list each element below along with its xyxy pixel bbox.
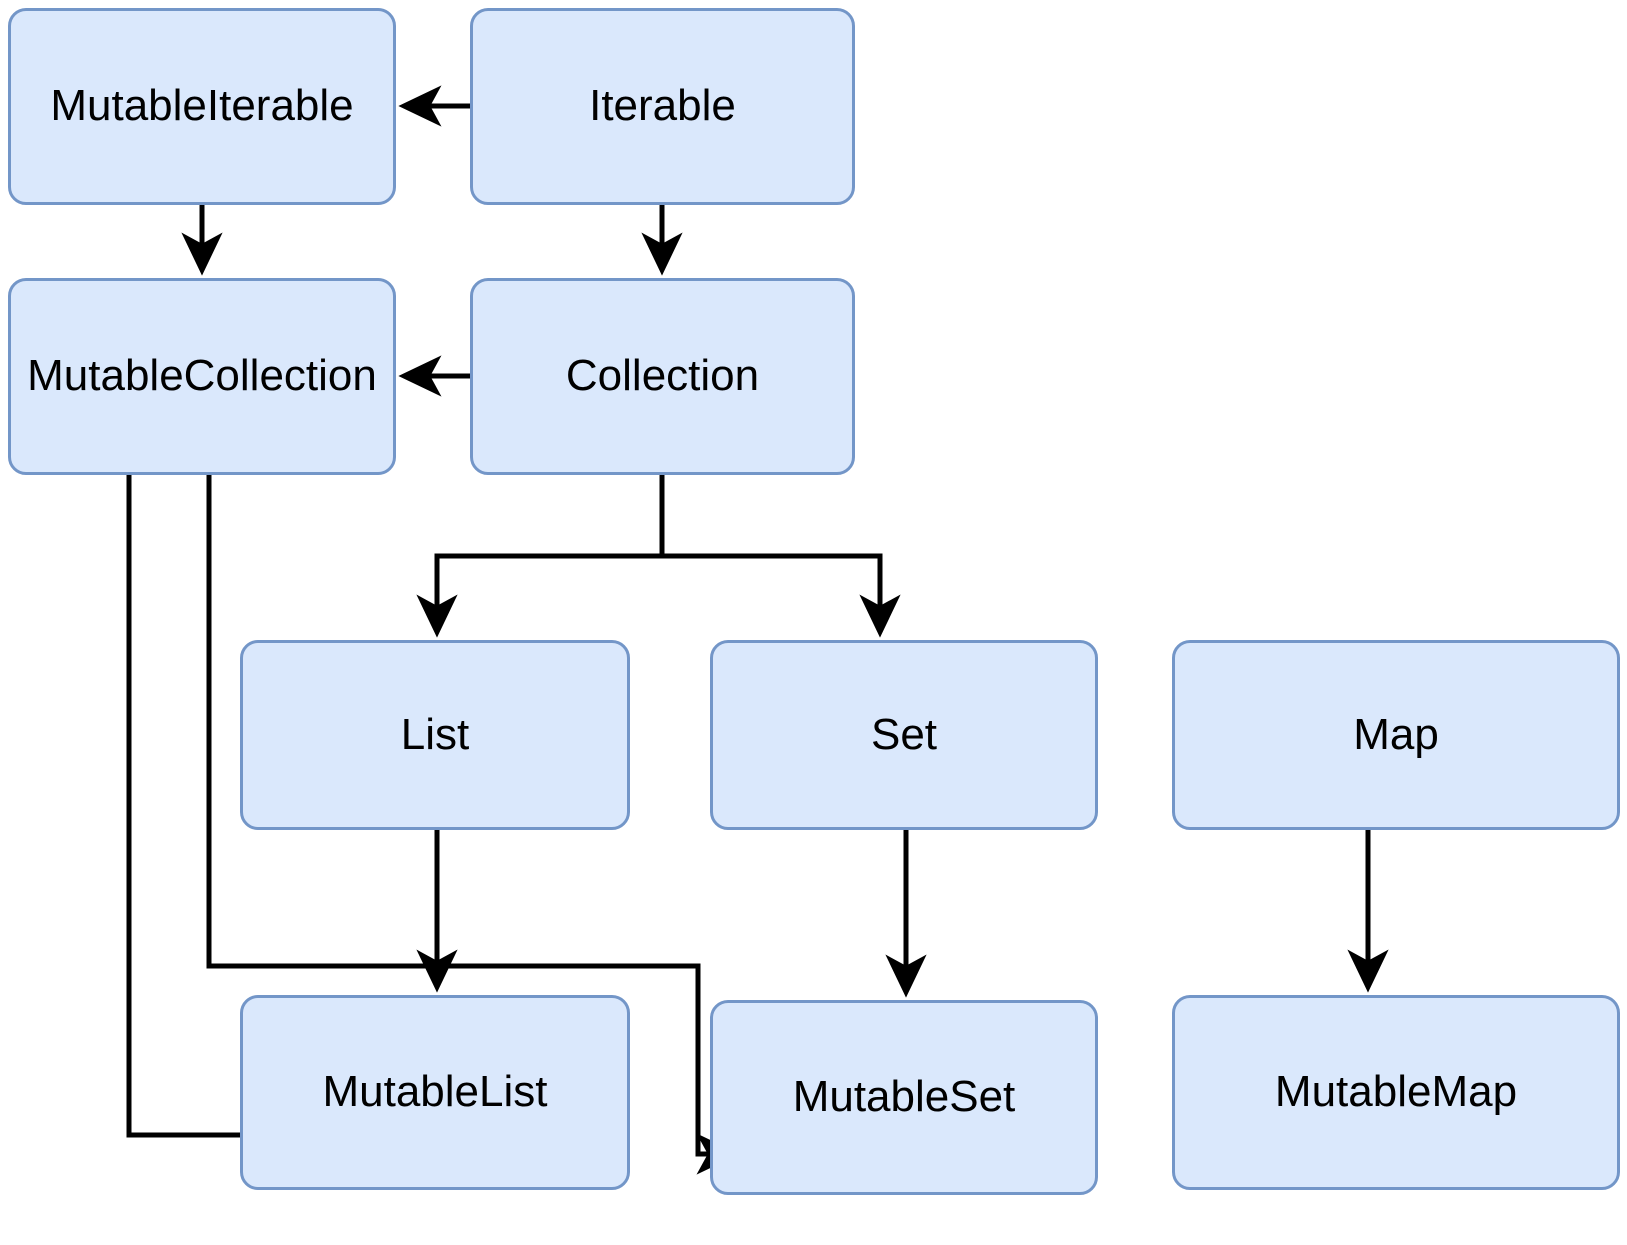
node-label: List	[400, 709, 470, 759]
node-set[interactable]: Set	[710, 640, 1098, 830]
node-iterable[interactable]: Iterable	[470, 8, 855, 205]
node-label: Map	[1353, 709, 1439, 759]
node-mutable-iterable[interactable]: MutableIterable	[8, 8, 396, 205]
edge-collection-to-set	[662, 553, 901, 638]
node-mutable-collection[interactable]: MutableCollection	[8, 278, 396, 475]
node-label: Iterable	[589, 81, 736, 131]
node-label: Set	[870, 709, 938, 759]
node-collection[interactable]: Collection	[470, 278, 855, 475]
node-label: MutableSet	[792, 1072, 1016, 1122]
node-label: MutableIterable	[50, 81, 354, 131]
node-label: MutableMap	[1274, 1067, 1518, 1117]
node-map[interactable]: Map	[1172, 640, 1620, 830]
node-label: MutableCollection	[27, 351, 377, 401]
edge-mutablecollection-to-mutablelist	[126, 475, 240, 1138]
node-mutable-set[interactable]: MutableSet	[710, 1000, 1098, 1195]
node-mutable-map[interactable]: MutableMap	[1172, 995, 1620, 1190]
edge-collection-to-list	[416, 475, 665, 638]
node-label: MutableList	[322, 1067, 548, 1117]
node-label: Collection	[565, 351, 760, 401]
node-list[interactable]: List	[240, 640, 630, 830]
node-mutable-list[interactable]: MutableList	[240, 995, 630, 1190]
